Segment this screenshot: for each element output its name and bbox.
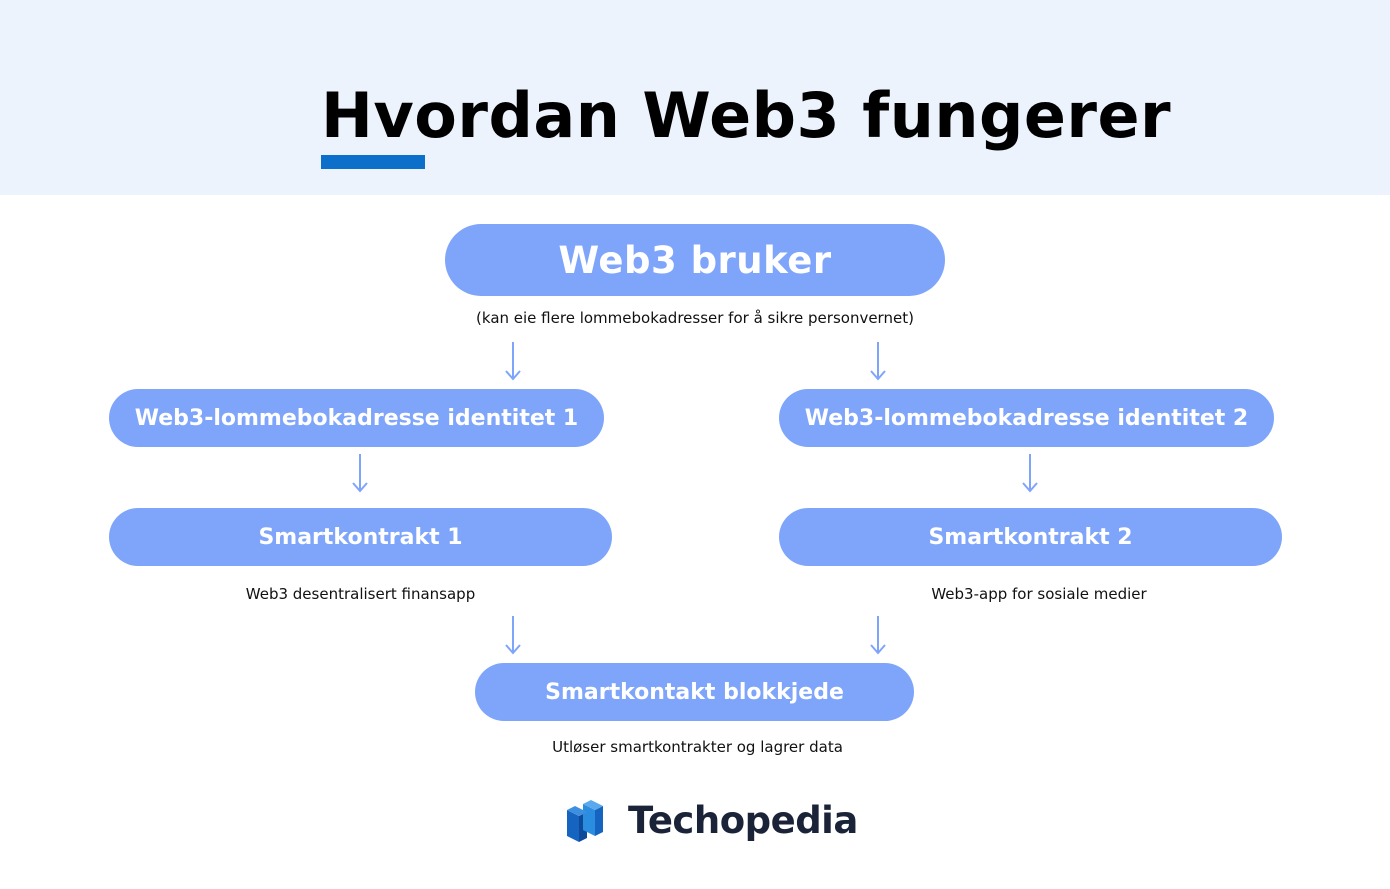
node-wallet-identity-1: Web3-lommebokadresse identitet 1 bbox=[109, 389, 604, 447]
node-blockchain: Smartkontakt blokkjede bbox=[475, 663, 914, 721]
caption-blockchain: Utløser smartkontrakter og lagrer data bbox=[552, 738, 843, 756]
node-wallet-identity-2: Web3-lommebokadresse identitet 2 bbox=[779, 389, 1274, 447]
header-band bbox=[0, 0, 1390, 195]
arrow-down-icon bbox=[870, 616, 886, 655]
arrow-down-icon bbox=[352, 454, 368, 493]
title-underline bbox=[321, 155, 425, 169]
caption-smart-contract-2: Web3-app for sosiale medier bbox=[931, 585, 1147, 603]
caption-smart-contract-1: Web3 desentralisert finansapp bbox=[245, 585, 476, 603]
node-smart-contract-1: Smartkontrakt 1 bbox=[109, 508, 612, 566]
arrow-down-icon bbox=[870, 342, 886, 381]
arrow-down-icon bbox=[505, 616, 521, 655]
arrow-down-icon bbox=[1022, 454, 1038, 493]
brand-name: Techopedia bbox=[628, 799, 858, 842]
node-web3-user: Web3 bruker bbox=[445, 224, 945, 296]
techopedia-logo-icon bbox=[567, 800, 603, 842]
arrow-down-icon bbox=[505, 342, 521, 381]
node-smart-contract-2: Smartkontrakt 2 bbox=[779, 508, 1282, 566]
caption-web3-user: (kan eie flere lommebokadresser for å si… bbox=[476, 309, 914, 327]
page-title: Hvordan Web3 fungerer bbox=[321, 79, 1172, 152]
